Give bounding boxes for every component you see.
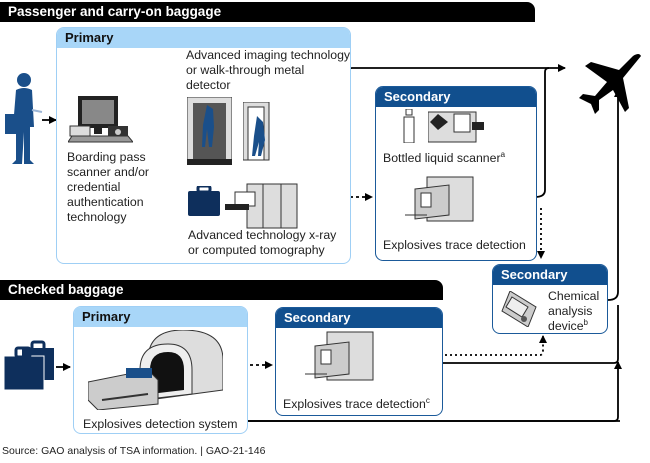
liquid-scanner-icon — [428, 111, 484, 143]
checked-bags-icon — [3, 340, 54, 390]
checked-primary-header: Primary — [74, 307, 247, 327]
note-a: a — [500, 149, 506, 159]
checked-section-title: Checked baggage — [0, 280, 443, 300]
chemical-line3: device — [548, 319, 584, 333]
dotted-checked-to-chemical — [440, 335, 547, 356]
chemical-line1: Chemical — [548, 289, 600, 303]
carryon-bag-icon — [188, 186, 220, 216]
airplane-icon — [579, 54, 641, 114]
checked-etd-text: Explosives trace detection — [283, 397, 426, 411]
xray-machine-icon — [225, 183, 298, 229]
checked-etd-label: Explosives trace detectionc — [283, 395, 430, 412]
bottled-liquid-text: Bottled liquid scanner — [383, 151, 501, 165]
passenger-secondary-header: Secondary — [376, 87, 536, 107]
passenger-etd-label: Explosives trace detection — [383, 238, 526, 252]
bottle-icon — [403, 109, 415, 143]
source-note: Source: GAO analysis of TSA information.… — [2, 445, 266, 457]
imaging-label: Advanced imaging technology or walk-thro… — [186, 48, 351, 92]
etd-machine-icon — [405, 176, 474, 222]
passenger-icon — [5, 73, 43, 164]
eds-machine-icon — [88, 330, 223, 410]
eds-label: Explosives detection system — [83, 417, 238, 431]
chemical-line2: analysis — [548, 304, 593, 318]
boarding-pass-label: Boarding pass scanner and/or credential … — [67, 150, 150, 224]
chemical-secondary-header: Secondary — [493, 265, 607, 285]
note-b: b — [583, 317, 588, 327]
xray-label: Advanced technology x-ray or computed to… — [188, 228, 337, 257]
passenger-primary-header: Primary — [57, 28, 350, 48]
chemical-line3-wrap: deviceb — [548, 317, 599, 334]
body-scanner-icon — [187, 97, 232, 165]
checked-etd-machine-icon — [305, 331, 374, 381]
checked-secondary-header: Secondary — [276, 308, 442, 328]
passenger-section-title: Passenger and carry-on baggage — [0, 2, 535, 22]
boarding-scanner-icon — [68, 96, 133, 143]
metal-detector-icon — [243, 102, 270, 161]
handheld-device-icon — [501, 291, 537, 327]
note-c: c — [425, 395, 430, 405]
chemical-label: Chemical analysis deviceb — [548, 289, 599, 334]
arrow-secondary-to-plane — [534, 67, 550, 198]
bottled-liquid-label: Bottled liquid scannera — [383, 149, 506, 166]
